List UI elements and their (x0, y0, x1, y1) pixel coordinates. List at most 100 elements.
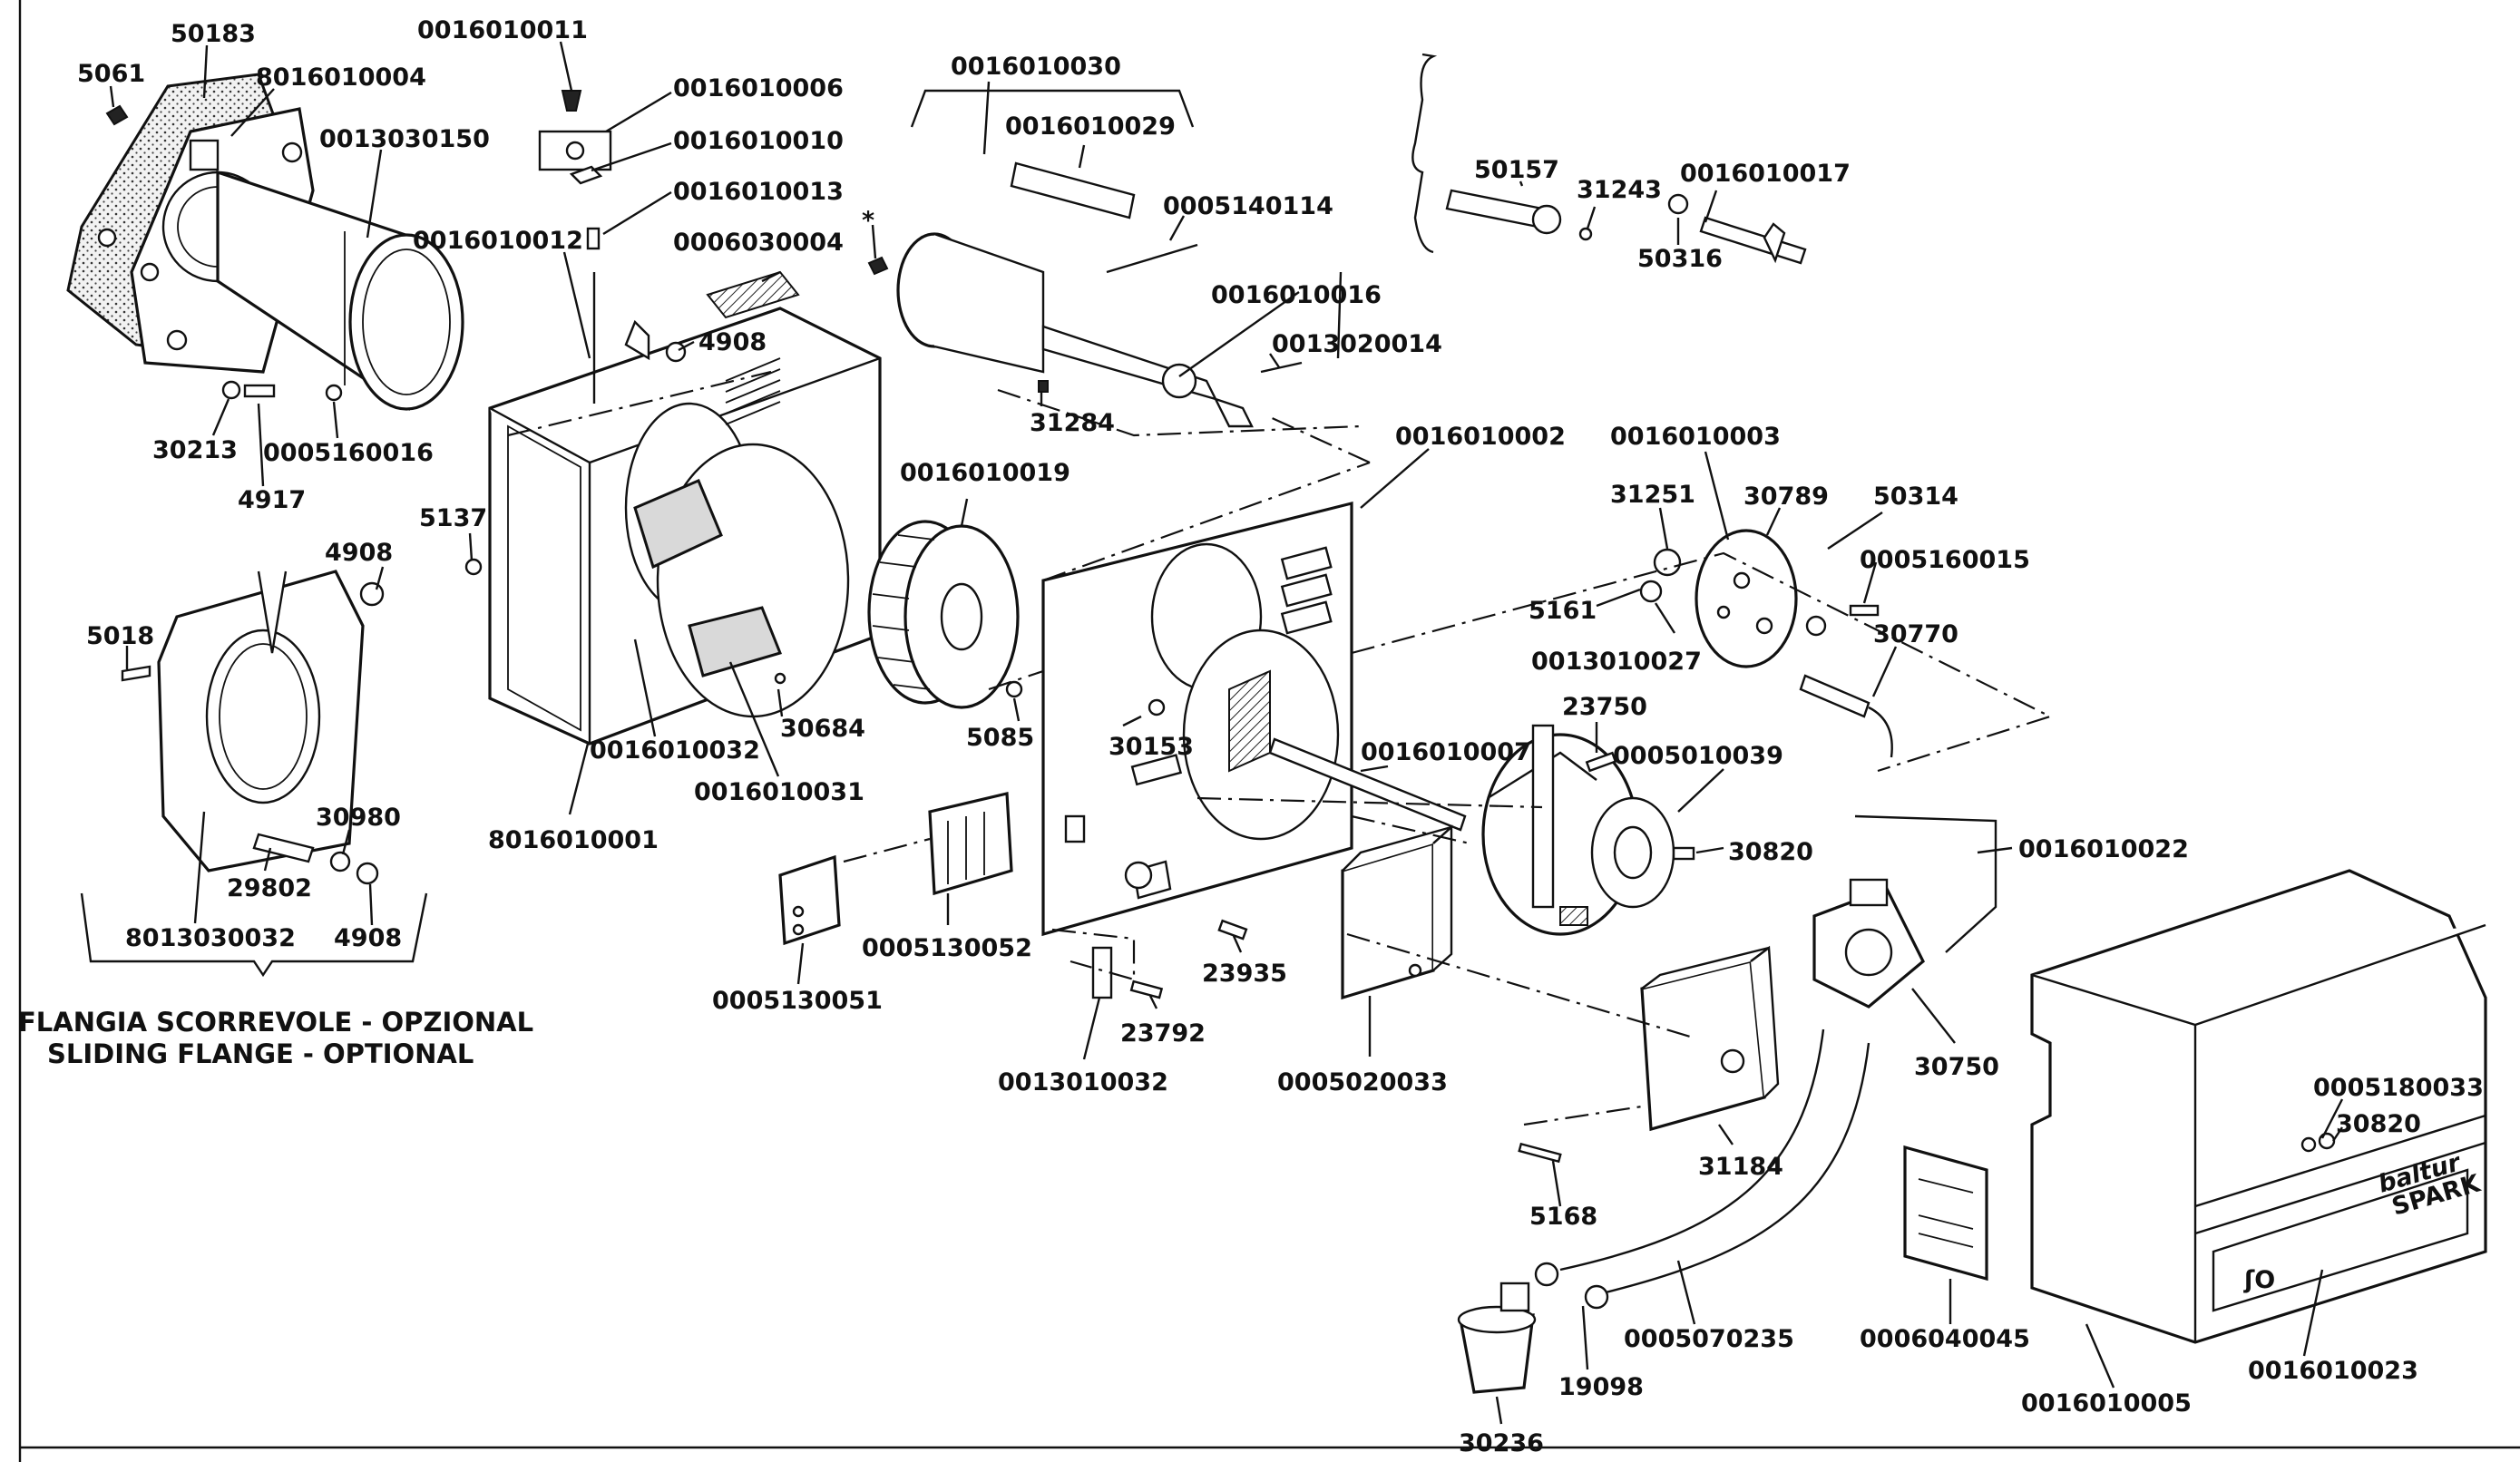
sliding-flange-part (121, 558, 1023, 885)
callout-30820-motor: 30820 (1728, 838, 1813, 866)
callout-30980: 30980 (316, 804, 401, 832)
burner-cover-part: ʃO baltur SPARK (2030, 869, 2487, 1344)
callout-0005130051: 0005130051 (712, 987, 883, 1015)
frame-lines (18, 0, 2520, 1462)
callout-31284: 31284 (1030, 409, 1115, 437)
motor-shaft-part (1268, 737, 1467, 832)
burner-motor-part (1481, 724, 1675, 936)
callout-star: * (862, 207, 874, 235)
callout-23750: 23750 (1562, 693, 1647, 721)
callout-0006030004: 0006030004 (673, 229, 844, 257)
flexible-hoses-part (1534, 1028, 1870, 1310)
callout-0013020014: 0013020014 (1272, 330, 1442, 358)
fan-wheel-part (867, 520, 1020, 709)
callout-50157: 50157 (1474, 156, 1559, 184)
callout-50316: 50316 (1637, 245, 1723, 273)
callout-0016010019: 0016010019 (900, 459, 1070, 487)
callout-0013010032: 0013010032 (998, 1068, 1168, 1096)
callout-labels: 5061 50183 8016010004 0013030150 0016010… (77, 16, 2484, 1457)
callout-0005070235: 0005070235 (1624, 1325, 1794, 1353)
callout-30770: 30770 (1873, 620, 1958, 648)
oil-pump-part (1812, 814, 1997, 1009)
callout-31251: 31251 (1610, 481, 1695, 509)
callout-5168: 5168 (1529, 1203, 1597, 1231)
callout-0016010031: 0016010031 (694, 778, 864, 806)
callout-4908-housing: 4908 (698, 328, 767, 356)
misc-screws (1129, 604, 1880, 1164)
fan-housing-part (488, 307, 882, 746)
callout-0005140114: 0005140114 (1163, 192, 1333, 220)
callout-4908-bolt: 4908 (334, 924, 402, 952)
callout-0016010030: 0016010030 (951, 53, 1121, 81)
callout-29802: 29802 (227, 874, 312, 902)
callout-30750: 30750 (1914, 1053, 1999, 1081)
callout-30153: 30153 (1109, 733, 1194, 761)
callout-0005180033: 0005180033 (2313, 1074, 2484, 1102)
callout-0016010013: 0016010013 (673, 178, 844, 206)
callout-0016010016: 0016010016 (1211, 281, 1382, 309)
callout-50183: 50183 (171, 20, 256, 48)
callout-0016010023: 0016010023 (2248, 1357, 2418, 1385)
ignition-electrode-parts (1445, 189, 1807, 265)
callout-0006040045: 0006040045 (1860, 1325, 2030, 1353)
callout-5061: 5061 (77, 60, 145, 88)
callout-30820-cover: 30820 (2336, 1110, 2421, 1138)
callout-8016010004: 8016010004 (256, 63, 426, 92)
callout-5085: 5085 (966, 724, 1034, 752)
callout-5018: 5018 (86, 622, 154, 650)
callout-30236: 30236 (1459, 1429, 1544, 1457)
callout-0013030150: 0013030150 (319, 125, 490, 153)
callout-0016010012: 0016010012 (413, 227, 583, 255)
callout-23935: 23935 (1202, 960, 1287, 988)
callout-0005160015: 0005160015 (1860, 546, 2030, 574)
leader-lines (109, 41, 2344, 1425)
sliding-flange-caption: FLANGIA SCORREVOLE - OPZIONAL SLIDING FL… (18, 1007, 533, 1069)
callout-0016010011: 0016010011 (417, 16, 588, 44)
control-box-part (1640, 945, 1780, 1132)
callout-50314: 50314 (1873, 482, 1958, 511)
oil-filter-part (1457, 1282, 1537, 1394)
callout-0016010032: 0016010032 (590, 736, 760, 765)
callout-4908-flange: 4908 (325, 539, 393, 567)
callout-0016010005: 0016010005 (2021, 1389, 2192, 1418)
callout-0005130052: 0005130052 (862, 934, 1032, 962)
group-brackets (80, 53, 1438, 978)
callout-0016010003: 0016010003 (1610, 423, 1781, 451)
callout-0016010002: 0016010002 (1395, 423, 1566, 451)
callout-0016010010: 0016010010 (673, 127, 844, 155)
callout-31243: 31243 (1577, 176, 1662, 204)
flange-screws (105, 104, 343, 402)
callout-0013010027: 0013010027 (1531, 648, 1702, 676)
callout-30213: 30213 (152, 436, 238, 464)
callout-5161: 5161 (1529, 597, 1597, 625)
callout-0016010017: 0016010017 (1680, 160, 1851, 188)
callout-8013030032: 8013030032 (125, 924, 296, 952)
callout-0005020033: 0005020033 (1277, 1068, 1448, 1096)
capacitor-part (1341, 824, 1453, 1000)
damper-control-parts (538, 90, 800, 404)
callout-0016010022: 0016010022 (2018, 835, 2189, 863)
callout-0016010007: 0016010007 (1361, 738, 1531, 766)
terminal-blocks-part (778, 792, 1172, 999)
assembly-guide-lines (507, 370, 2053, 1126)
cover-symbol: ʃO (2243, 1266, 2275, 1294)
callout-5137: 5137 (419, 504, 487, 532)
callout-30789: 30789 (1743, 482, 1829, 511)
combustion-head-part (867, 161, 1303, 428)
callout-23792: 23792 (1120, 1019, 1206, 1048)
caption-line-english: SLIDING FLANGE - OPTIONAL (47, 1038, 474, 1069)
callout-0005010039: 0005010039 (1613, 742, 1783, 770)
callout-4917: 4917 (238, 486, 306, 514)
blast-tube-part (216, 170, 464, 411)
callout-0016010029: 0016010029 (1005, 112, 1176, 141)
callout-8016010001: 8016010001 (488, 826, 659, 854)
callout-30684: 30684 (780, 715, 865, 743)
callout-31184: 31184 (1698, 1153, 1783, 1181)
callout-19098: 19098 (1558, 1373, 1644, 1401)
pump-plate-part (1639, 529, 1893, 758)
data-plate-part (1903, 1145, 1988, 1282)
motor-mounting-plate-part (1041, 501, 1353, 937)
callout-0016010006: 0016010006 (673, 74, 844, 102)
callout-0005160016: 0005160016 (263, 439, 434, 467)
